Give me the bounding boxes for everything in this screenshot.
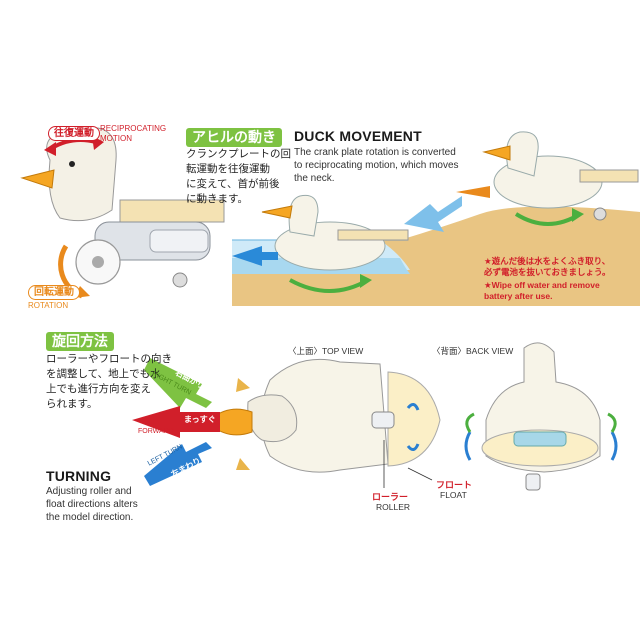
duck-jp-line-4: に動きます。 xyxy=(186,193,248,205)
duck-beak-land xyxy=(482,145,511,161)
duck-in-water xyxy=(261,194,409,293)
duck-movement-jp: クランクプレートの回 転運動を往復運動 に変えて、首が前後 に動きます。 xyxy=(186,147,291,207)
warning-jp-1: ★遊んだ後は水をよくふき取り、 xyxy=(484,256,611,266)
crank-plate-water xyxy=(337,229,409,241)
roller-en: ROLLER xyxy=(376,502,411,512)
turning-jp-4: られます。 xyxy=(46,398,98,410)
sand-bank xyxy=(232,206,640,306)
warning-note: ★遊んだ後は水をよくふき取り、 必ず電池を抜いておきましょう。 ★Wipe of… xyxy=(484,256,610,302)
back-view-diagram xyxy=(464,342,618,491)
duck-beak-water xyxy=(261,205,293,219)
forward-en: FORWARD xyxy=(138,428,174,435)
left-turn-arrow xyxy=(144,442,212,486)
float-back xyxy=(481,429,599,467)
float-jp: フロート xyxy=(436,480,473,490)
roller-top xyxy=(371,411,395,429)
mechanism-diagram xyxy=(20,127,225,299)
turning-jp-2: を調整して、地上でも水 xyxy=(46,368,161,380)
crank-hub xyxy=(92,256,104,268)
roller-jp: ローラー xyxy=(372,492,409,502)
blue-arrow-water xyxy=(232,246,278,266)
back-view-label: 〈背面〉BACK VIEW xyxy=(432,346,514,356)
top-view-label: 〈上面〉TOP VIEW xyxy=(288,346,364,356)
right-turn-arrow xyxy=(144,358,212,408)
float-top xyxy=(387,371,441,467)
duck-eye xyxy=(69,161,75,167)
float-leader-line xyxy=(407,467,433,481)
forward-arrow xyxy=(132,406,220,438)
top-view-diagram xyxy=(211,358,441,488)
turning-badge: 旋回方法 xyxy=(46,332,114,351)
turning-jp-1: ローラーやフロートの向き xyxy=(46,353,172,365)
forward-jp: まっすぐ xyxy=(184,415,216,424)
rear-wheel xyxy=(172,272,188,288)
turning-arrows xyxy=(132,358,220,486)
rotation-badge-jp: 回転運動 xyxy=(28,285,80,300)
turning-title: TURNING xyxy=(46,468,112,484)
turning-desc: Adjusting roller and float directions al… xyxy=(46,485,138,524)
reciprocating-en-label-1: RECIPROCATING xyxy=(100,124,167,133)
blue-gradient-arrow xyxy=(404,196,462,232)
reciprocating-arrowhead-left xyxy=(44,142,56,156)
duck-movement-desc: The crank plate rotation is converted to… xyxy=(294,146,459,185)
turning-desc-3: the model direction. xyxy=(46,512,134,523)
duck-on-land xyxy=(482,131,639,226)
roller-back xyxy=(513,431,567,447)
turning-desc-1: Adjusting roller and xyxy=(46,486,132,497)
duck-jp-line-3: に変えて、首が前後 xyxy=(186,178,280,190)
reciprocating-en-label-2: MOTION xyxy=(100,134,132,143)
desc-line-1: The crank plate rotation is converted xyxy=(294,147,456,158)
duck-neck-land xyxy=(506,131,539,177)
turning-jp: ローラーやフロートの向き を調整して、地上でも水 上でも進行方向を変え られます… xyxy=(46,352,172,412)
reciprocating-badge-jp: 往復運動 xyxy=(48,126,100,141)
float-en: FLOAT xyxy=(440,490,467,500)
motor xyxy=(149,229,209,253)
duck-movement-title: DUCK MOVEMENT xyxy=(294,128,422,144)
turning-desc-2: float directions alters xyxy=(46,499,138,510)
warning-en-1: ★Wipe off water and remove xyxy=(484,280,600,290)
duck-movement-badge: アヒルの動き xyxy=(186,128,282,147)
turning-jp-3: 上でも進行方向を変え xyxy=(46,383,151,395)
duck-neck-water xyxy=(288,194,319,237)
duck-head-top xyxy=(247,394,298,443)
crank-plate-land xyxy=(579,169,639,183)
duck-jp-line-1: クランクプレートの回 xyxy=(186,148,291,160)
rotation-en-label: ROTATION xyxy=(28,301,69,310)
direction-arrows-top xyxy=(232,186,490,266)
desc-line-2: to reciprocating motion, which moves xyxy=(294,160,459,171)
float-turn-arrow-top xyxy=(406,403,420,411)
orange-arrow-land xyxy=(456,186,490,198)
warning-en-2: battery after use. xyxy=(484,291,553,301)
desc-line-3: the neck. xyxy=(294,173,335,184)
duck-jp-line-2: 転運動を往復運動 xyxy=(186,163,270,175)
duck-beak xyxy=(20,169,55,189)
warning-jp-2: 必ず電池を抜いておきましょう。 xyxy=(484,267,611,277)
